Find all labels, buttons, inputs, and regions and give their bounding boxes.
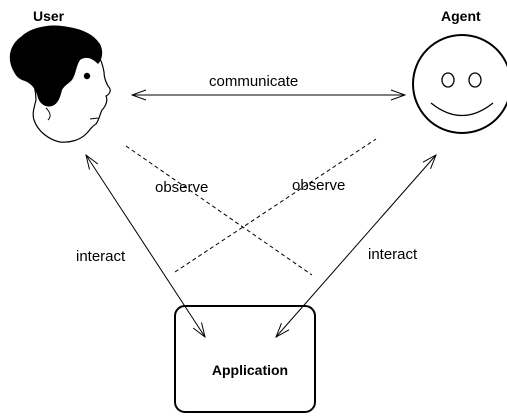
communicate-label: communicate [209, 73, 298, 90]
smiley-face-icon [412, 34, 507, 134]
interact-label-right: interact [368, 246, 418, 263]
observe-label-right: observe [292, 177, 345, 194]
agent-interact-arrow [276, 155, 436, 337]
user-interact-arrow [86, 155, 205, 337]
user-title: User [33, 8, 65, 24]
observe-label-left: observe [155, 179, 208, 196]
application-label: Application [212, 362, 288, 378]
user-head-icon [9, 25, 111, 143]
application-box [174, 305, 316, 413]
interact-label-left: interact [76, 248, 126, 265]
agent-observe-line [125, 145, 313, 276]
agent-title: Agent [441, 8, 481, 24]
user-observe-line [174, 138, 377, 273]
